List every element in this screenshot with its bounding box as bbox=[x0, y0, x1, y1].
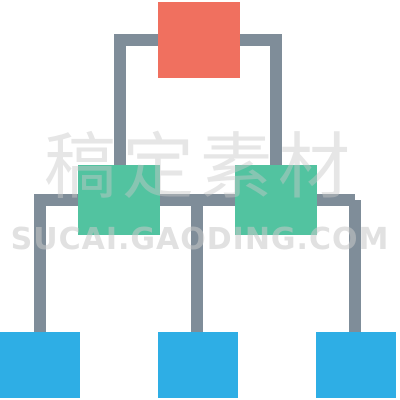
root-to-left-connector bbox=[114, 34, 160, 165]
middle-node-right bbox=[235, 165, 317, 235]
watermark-domain-text: SUCAI.GAODING.COM bbox=[11, 222, 390, 257]
root-node bbox=[158, 2, 240, 78]
middle-node-left bbox=[78, 165, 160, 235]
root-to-right-connector bbox=[240, 34, 282, 165]
leaf-node-center bbox=[158, 332, 238, 398]
watermark: 稿定素材 SUCAI.GAODING.COM bbox=[11, 125, 390, 257]
leaf-node-right bbox=[316, 332, 396, 398]
leaf-node-left bbox=[0, 332, 80, 398]
watermark-chinese-text: 稿定素材 bbox=[44, 125, 356, 209]
